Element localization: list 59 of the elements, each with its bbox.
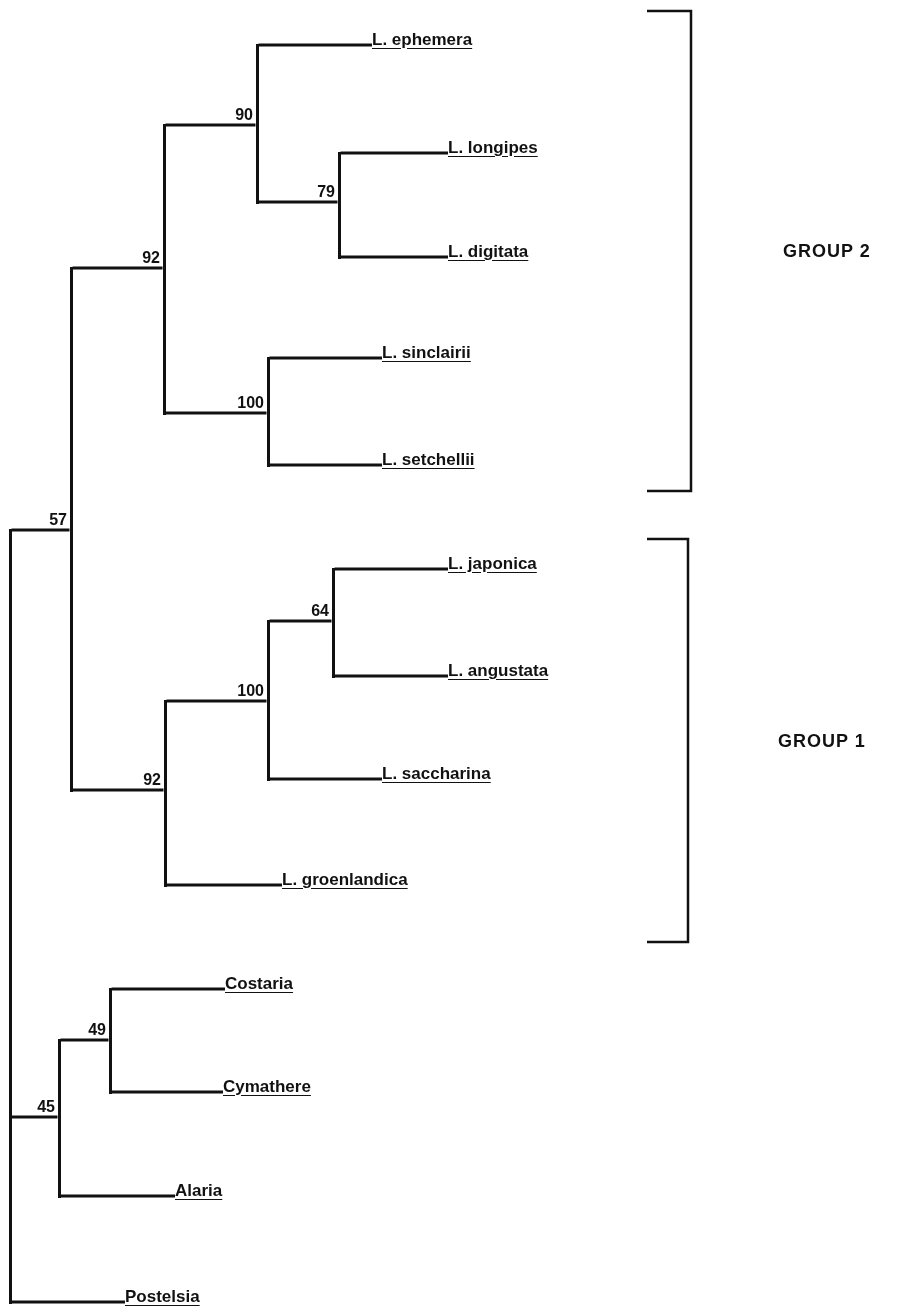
taxon-name: L. saccharina: [382, 764, 491, 784]
bootstrap-value: 45: [37, 1098, 55, 1116]
tree-branch: [166, 883, 282, 887]
taxon-name: Postelsia: [125, 1287, 200, 1307]
clade-bar: [163, 699, 167, 887]
taxon-name: L. groenlandica: [282, 870, 408, 890]
taxon-name: Cymathere: [223, 1077, 311, 1097]
bootstrap-value: 90: [235, 106, 253, 124]
tree-branch: [72, 266, 163, 270]
tree-branch: [11, 1300, 125, 1304]
tree-branch: [166, 699, 267, 703]
tree-branch: [340, 255, 448, 259]
clade-bar: [266, 356, 270, 467]
tree-branch: [111, 1090, 223, 1094]
tree-branch: [60, 1038, 109, 1042]
tree-branch: [269, 619, 332, 623]
clade-bar: [331, 567, 335, 678]
clade-bar: [69, 266, 73, 792]
clade-bar: [266, 619, 270, 781]
bootstrap-value: 100: [237, 394, 264, 412]
taxon-name: L. japonica: [448, 554, 537, 574]
taxon-name: Costaria: [225, 974, 294, 994]
tree-branch: [60, 1194, 175, 1198]
tree-branch: [269, 463, 382, 467]
bootstrap-value: 92: [142, 249, 160, 267]
tree-branch: [269, 777, 382, 781]
taxon-name: L. digitata: [448, 242, 529, 262]
tree-branch: [11, 1115, 58, 1119]
taxon-name: L. longipes: [448, 138, 538, 158]
tree-branch: [111, 987, 225, 991]
group-label: GROUP 1: [778, 731, 866, 752]
tree-branch: [334, 674, 448, 678]
bootstrap-value: 92: [143, 771, 161, 789]
taxon-name: L. angustata: [448, 661, 549, 681]
taxon-name: L. ephemera: [372, 30, 473, 50]
clade-bar: [255, 43, 259, 204]
tree-branch: [11, 528, 70, 532]
clade-bar: [108, 987, 112, 1094]
tree-branch: [165, 123, 256, 127]
bootstrap-value: 100: [237, 682, 264, 700]
taxon-name: L. setchellii: [382, 450, 475, 470]
bootstrap-value: 79: [317, 183, 335, 201]
clade-bar: [162, 123, 166, 415]
bootstrap-value: 64: [311, 602, 329, 620]
clade-bar: [8, 528, 12, 1304]
tree-branch: [269, 356, 382, 360]
tree-branch: [340, 151, 448, 155]
tree-branch: [258, 200, 338, 204]
tree-branch: [258, 43, 372, 47]
tree-branch: [165, 411, 267, 415]
clade-bar: [337, 151, 341, 259]
tree-branch: [334, 567, 448, 571]
group-label: GROUP 2: [783, 241, 871, 262]
taxon-name: Alaria: [175, 1181, 223, 1201]
bootstrap-value: 49: [88, 1021, 106, 1039]
tree-branch: [72, 788, 164, 792]
taxon-name: L. sinclairii: [382, 343, 471, 363]
clade-bar: [57, 1038, 61, 1198]
bootstrap-value: 57: [49, 511, 67, 529]
